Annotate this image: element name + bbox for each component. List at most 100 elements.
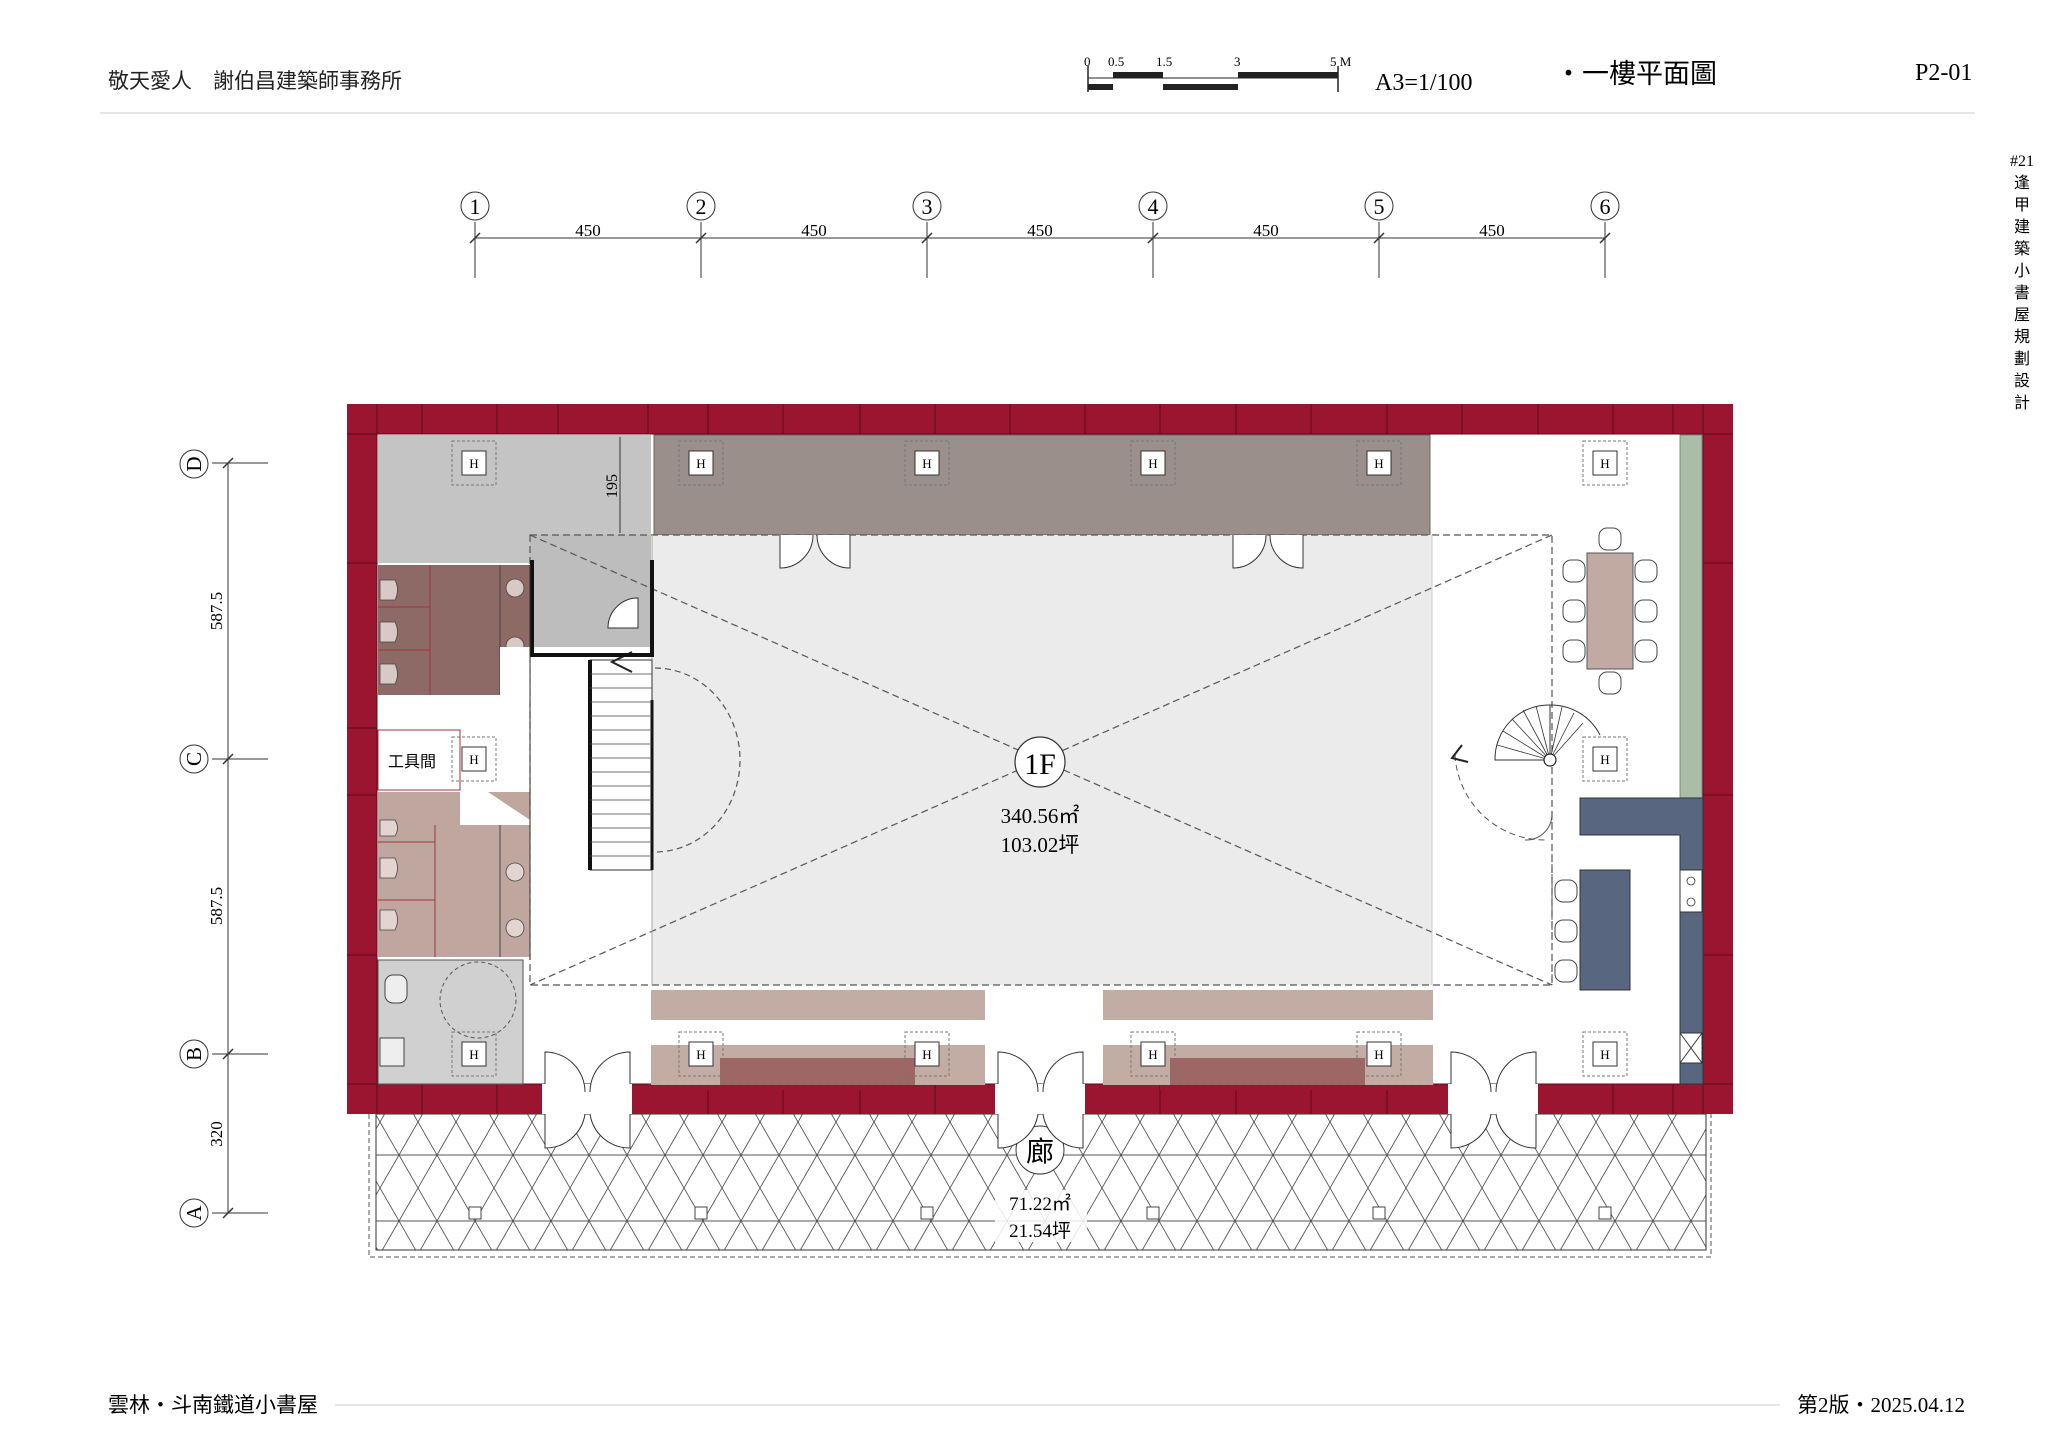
scale-bar: 0 0.5 1.5 3 5 M [1084, 54, 1352, 92]
spiral-arrow [1450, 744, 1469, 763]
corridor-area-m2: 71.22㎡ [1009, 1192, 1071, 1215]
svg-text:H: H [696, 1047, 705, 1062]
dimension-label: 587.5 [207, 887, 226, 925]
basin-icon [379, 1037, 405, 1067]
column-mark: H [1582, 1031, 1628, 1077]
floor-label-circle [1014, 736, 1066, 788]
column-mark: H [451, 736, 497, 782]
column-mark: H [678, 1031, 724, 1077]
column-mark: H [904, 1031, 950, 1077]
side-title-char: 書 [2014, 284, 2030, 302]
side-title-char: 小 [2014, 262, 2030, 280]
dimension-label: 587.5 [207, 592, 226, 630]
dotted-wall-band [648, 1084, 928, 1090]
grid-col-label: 2 [696, 194, 707, 219]
stall-toilet-icons [379, 819, 398, 931]
svg-text:H: H [1374, 456, 1383, 471]
grid-col-label: 6 [1600, 194, 1611, 219]
grid-row-label: C [182, 752, 206, 766]
column-grid [474, 222, 1606, 278]
void-diagonal [529, 534, 1553, 986]
grid-bubble [460, 191, 490, 221]
grid-row-label: D [182, 456, 206, 471]
exterior-door-swing-center [997, 1113, 1084, 1149]
grid-bubble [912, 191, 942, 221]
entrance-doors[interactable] [544, 1051, 1537, 1149]
column-mark: H [1582, 440, 1628, 486]
column-bubbles: 1 2 3 4 5 6 [460, 191, 1620, 221]
green-strip [1679, 434, 1703, 804]
structural-columns: H H H H H H H H H H H H H H [451, 440, 1628, 1077]
drawing-title: ・一樓平面圖 [1555, 59, 1717, 89]
floor-label: 1F [1024, 748, 1056, 781]
dimension-label: 320 [207, 1121, 226, 1147]
svg-text:H: H [1600, 1047, 1609, 1062]
scale-ratio: A3=1/100 [1375, 70, 1473, 96]
column-mark: H [451, 440, 497, 486]
side-title-char: 劃 [2014, 350, 2030, 368]
dimension-label: 450 [575, 221, 601, 240]
tool-room-label: 工具間 [388, 754, 436, 771]
dimension-195: 195 [604, 474, 621, 498]
svg-text:H: H [1600, 752, 1609, 767]
kitchen-counter [1554, 797, 1704, 1085]
corridor-area-bg [995, 1190, 1087, 1242]
bench-west [651, 990, 985, 1085]
side-title-char: 設 [2014, 372, 2030, 390]
restroom-entry-upper [460, 695, 530, 730]
dimension-label: 450 [1479, 221, 1505, 240]
scale-label-15: 1.5 [1156, 54, 1172, 69]
column-mark: H [678, 440, 724, 486]
restroom-entry-lower [460, 792, 530, 825]
exterior-door-swing-west [544, 1113, 631, 1149]
grid-bubble [1364, 191, 1394, 221]
firm-name: 敬天愛人 謝伯昌建築師事務所 [108, 69, 402, 93]
svg-text:H: H [1600, 456, 1609, 471]
grid-bubble [1138, 191, 1168, 221]
version-date: 第2版・2025.04.12 [1797, 1393, 1965, 1417]
footer: 雲林・斗南鐵道小書屋 第2版・2025.04.12 [108, 1393, 1965, 1417]
grid-bubble [179, 449, 209, 479]
scale-label-5m: 5 M [1330, 54, 1352, 69]
corridor: 廊 71.22㎡ 21.54坪 [368, 1110, 1712, 1258]
restroom-lower-walls [378, 825, 501, 957]
sheet-number: P2-01 [1915, 60, 1972, 86]
row-bubbles: D C B A [179, 449, 209, 1228]
svg-text:H: H [469, 456, 478, 471]
door-opening-west [542, 1084, 632, 1114]
spiral-staircase [1450, 704, 1601, 841]
svg-text:H: H [1148, 456, 1157, 471]
lower-sink-icons [505, 862, 525, 938]
shelf-doors [779, 534, 1304, 569]
entrance-door-center[interactable] [997, 1051, 1084, 1093]
entrance-door-east[interactable] [1450, 1051, 1537, 1093]
corridor-label-circle [1015, 1125, 1065, 1175]
row-grid [212, 462, 268, 1214]
grid-row-label: B [182, 1047, 206, 1061]
grid-bubble [179, 1039, 209, 1069]
side-title-number: #21 [2010, 153, 2034, 170]
row-dimensions: 587.5 587.5 320 [207, 592, 226, 1147]
exterior-door-swing-east [1450, 1113, 1537, 1149]
stair-landing-door [607, 597, 639, 629]
svg-text:H: H [1374, 1047, 1383, 1062]
entrance-door-west[interactable] [544, 1051, 631, 1093]
turning-circle [439, 961, 517, 1039]
column-dimensions: 450 450 450 450 450 [575, 221, 1505, 240]
scale-label-05: 0.5 [1108, 54, 1124, 69]
grid-bubble [1590, 191, 1620, 221]
side-title-char: 屋 [2014, 307, 2030, 324]
corridor-columns [468, 1206, 1612, 1220]
tool-room [377, 729, 461, 791]
dimension-label: 450 [801, 221, 827, 240]
grid-bubble [179, 744, 209, 774]
grid-col-label: 1 [470, 194, 481, 219]
grid-bubble [179, 1198, 209, 1228]
restroom-lobby-upper [500, 647, 530, 695]
grid-bubble [686, 191, 716, 221]
svg-text:H: H [922, 456, 931, 471]
column-mark: H [1582, 736, 1628, 782]
door-opening-center [995, 1084, 1085, 1114]
corridor-area-ping: 21.54坪 [1009, 1220, 1071, 1242]
dimension-label: 450 [1253, 221, 1279, 240]
